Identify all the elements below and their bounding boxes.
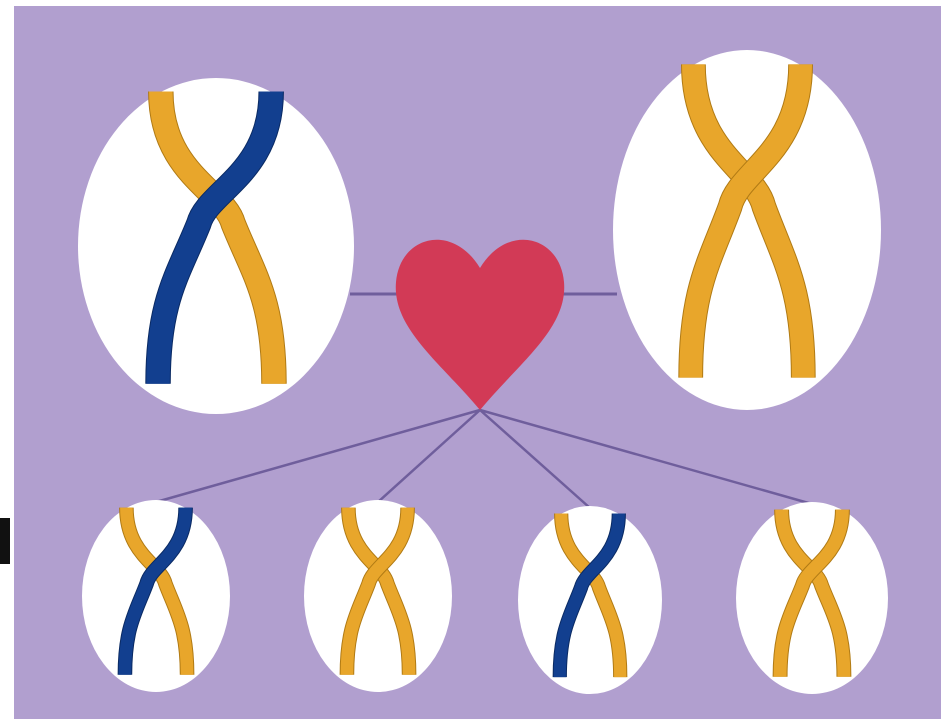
child-3-oval bbox=[518, 506, 662, 694]
child-2-oval bbox=[304, 500, 452, 692]
parent-left-oval bbox=[78, 78, 354, 414]
child-4-oval bbox=[736, 502, 888, 694]
edge-glyph bbox=[0, 518, 10, 564]
child-1-oval bbox=[82, 500, 230, 692]
parent-right-oval bbox=[613, 50, 881, 410]
diagram-panel bbox=[14, 6, 941, 719]
